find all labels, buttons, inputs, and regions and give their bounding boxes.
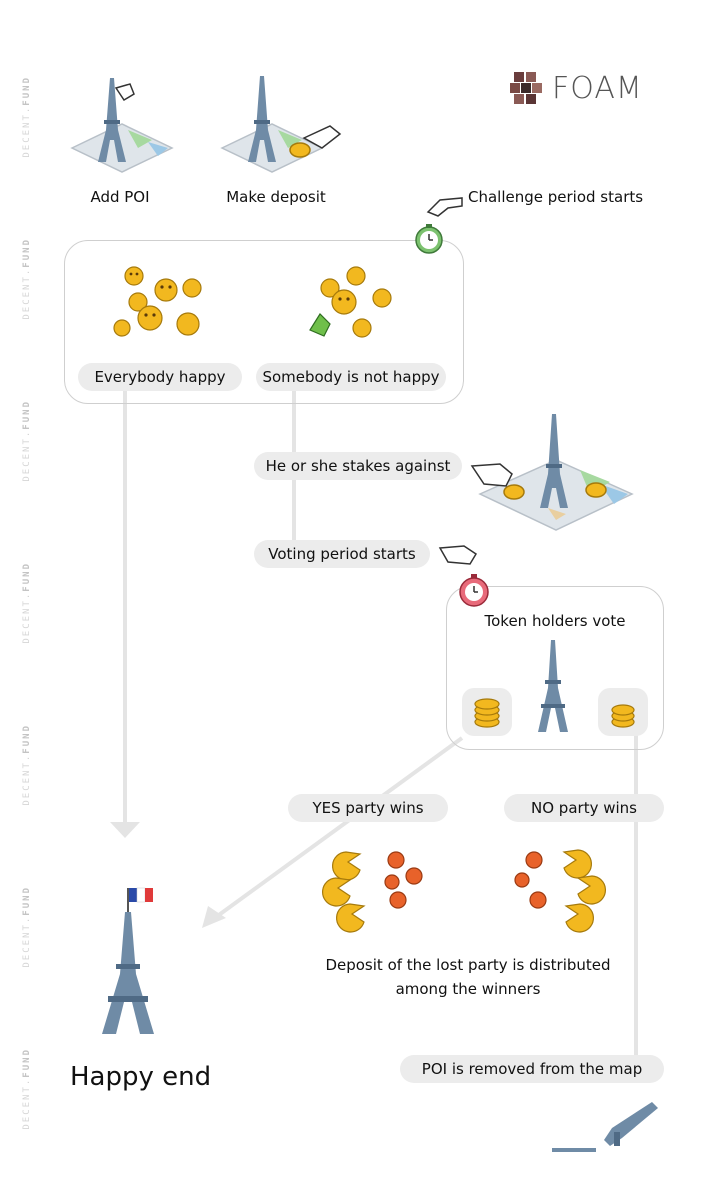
foam-logo: FOAM [508, 70, 643, 106]
poi-removed-pill: POI is removed from the map [400, 1055, 664, 1083]
pointing-hand-icon [426, 197, 463, 217]
yes-party-wins-pill: YES party wins [288, 794, 448, 822]
add-poi-label: Add POI [90, 188, 150, 206]
eiffel-deposit-icon [220, 76, 342, 173]
deposit-distributed-line-2: among the winners [395, 980, 541, 998]
deposit-distributed-line-1: Deposit of the lost party is distributed [325, 956, 611, 974]
happy-crowd-icon [113, 266, 202, 337]
watermark-7: DECENT.FUND [22, 1048, 32, 1130]
happy-path-line [123, 388, 127, 828]
no-party-wins-pill: NO party wins [504, 794, 664, 822]
make-deposit-label: Make deposit [226, 188, 326, 206]
watermark-4: DECENT.FUND [22, 562, 32, 644]
challenge-box [64, 240, 464, 404]
token-holders-vote-label: Token holders vote [484, 612, 626, 630]
stake-map-icon [470, 414, 634, 531]
voting-period-pill: Voting period starts [254, 540, 430, 568]
eiffel-map-icon [70, 78, 174, 173]
yes-coin-tile [462, 688, 512, 736]
fallen-tower-icon [552, 1102, 658, 1152]
watermark-3: DECENT.FUND [22, 400, 32, 482]
watermark-5: DECENT.FUND [22, 724, 32, 806]
yes-winners-icon [321, 851, 423, 933]
happy-path-arrowhead [110, 822, 140, 838]
pointing-hand-right-icon [438, 545, 478, 565]
somebody-not-happy-pill: Somebody is not happy [256, 363, 446, 391]
watermark-2: DECENT.FUND [22, 238, 32, 320]
voting-box [446, 586, 664, 750]
eiffel-tower-flag-icon [102, 887, 154, 1034]
yes-coin-stack-icon [474, 698, 500, 728]
yes-arrow-line [202, 736, 464, 928]
challenge-period-label: Challenge period starts [468, 188, 644, 206]
eiffel-tower-vote-icon [538, 640, 568, 732]
no-coin-tile [598, 688, 648, 736]
brand-name: FOAM [552, 70, 643, 106]
watermark-1: DECENT.FUND [22, 76, 32, 158]
green-clock-icon [415, 224, 443, 254]
no-coin-stack-icon [611, 704, 635, 728]
happy-end-label: Happy end [70, 1062, 212, 1092]
red-clock-icon [459, 574, 489, 607]
stakes-against-pill: He or she stakes against [254, 452, 462, 480]
no-winners-icon [514, 849, 607, 933]
everybody-happy-pill: Everybody happy [78, 363, 242, 391]
removed-line [634, 730, 638, 1058]
foam-cube-icon [510, 72, 542, 104]
watermark-6: DECENT.FUND [22, 886, 32, 968]
unhappy-crowd-icon [309, 266, 392, 338]
